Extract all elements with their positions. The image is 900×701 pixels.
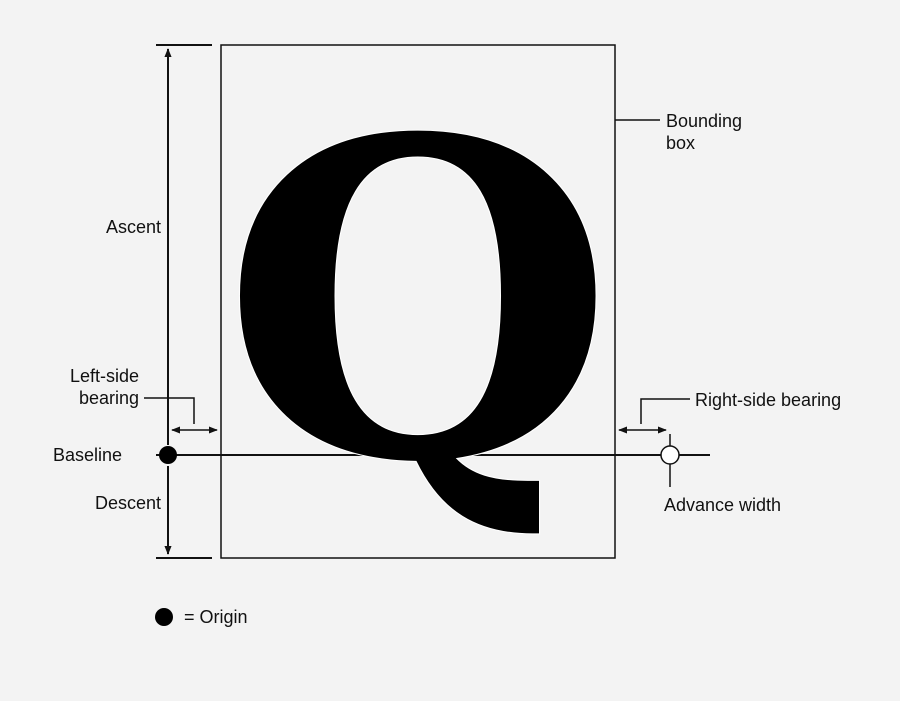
bounding-box-label-line2: box	[666, 133, 695, 153]
advance-width-point	[660, 445, 680, 465]
bounding-box-label-line1: Bounding	[666, 111, 742, 131]
legend-origin-dot	[155, 608, 173, 626]
legend-origin-label: = Origin	[184, 607, 248, 627]
origin-dot	[159, 446, 177, 464]
descent-label: Descent	[95, 493, 161, 513]
left-bearing-leader	[144, 397, 195, 424]
right-bearing-label: Right-side bearing	[695, 390, 841, 410]
advance-width-label: Advance width	[664, 495, 781, 515]
bounding-box	[220, 44, 616, 559]
glyph-q: Q	[221, 45, 615, 558]
ascent-label: Ascent	[106, 217, 161, 237]
left-bearing-label-line2: bearing	[79, 388, 139, 408]
left-bearing-label-line1: Left-side	[70, 366, 139, 386]
right-bearing-leader	[640, 398, 690, 424]
baseline-label: Baseline	[53, 445, 122, 465]
